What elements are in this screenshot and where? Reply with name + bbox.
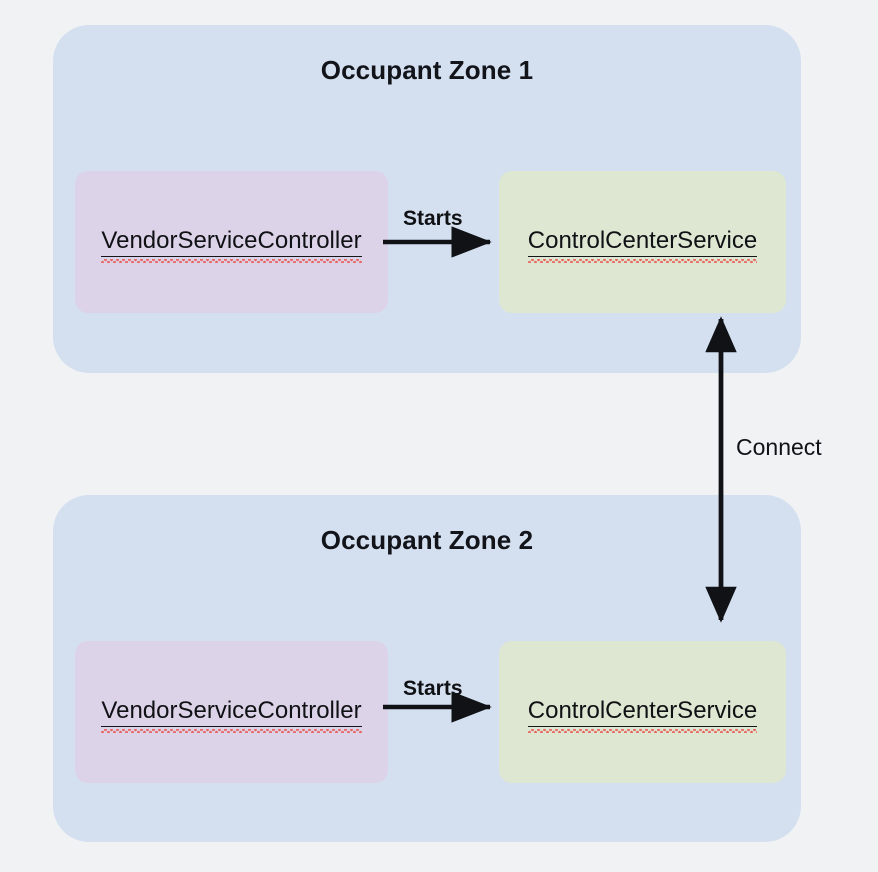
node-vendor-service-controller-2[interactable]: VendorServiceController (75, 641, 388, 783)
edge-label-starts-1: Starts (403, 207, 463, 230)
node-label-vendor-2: VendorServiceController (101, 696, 362, 733)
zone-title-2: Occupant Zone 2 (320, 525, 534, 555)
node-label-vendor-1: VendorServiceController (101, 226, 362, 263)
zone-title-1: Occupant Zone 1 (320, 55, 534, 85)
node-control-center-service-1[interactable]: ControlCenterService (499, 171, 786, 313)
node-label-underline (101, 256, 362, 257)
edge-label-starts-2: Starts (403, 677, 463, 700)
edge-label-connect: Connect (736, 434, 822, 460)
node-label-control-1: ControlCenterService (527, 226, 758, 263)
zone-container-1[interactable]: Occupant Zone 1 VendorServiceController … (53, 25, 801, 373)
node-label-underline (527, 256, 758, 257)
node-control-center-service-2[interactable]: ControlCenterService (499, 641, 786, 783)
zone-container-2[interactable]: Occupant Zone 2 VendorServiceController … (53, 495, 801, 842)
node-label-underline (527, 726, 758, 727)
node-label-control-2: ControlCenterService (527, 696, 758, 733)
node-label-underline (101, 726, 362, 727)
node-vendor-service-controller-1[interactable]: VendorServiceController (75, 171, 388, 313)
